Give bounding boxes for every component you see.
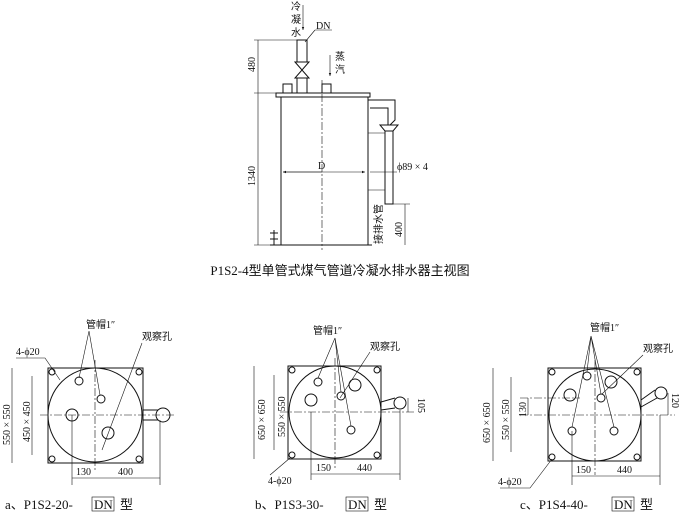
dim-480: 480 (247, 57, 258, 72)
hole-label-b: 观察孔 (370, 340, 400, 353)
outer-dim-c: 650 × 650 (482, 402, 493, 443)
caption-c-prefix: c、P1S4-40- (520, 497, 588, 512)
main-view: 冷 凝 水 DN 蒸 汽 480 1340 (210, 0, 469, 278)
overflow-bend (368, 99, 396, 126)
dim-side-c: 120 (669, 393, 680, 408)
dim-b-b: 440 (357, 463, 372, 474)
dim-1340: 1340 (247, 166, 258, 186)
bolt-label-c: 4-ϕ20 (498, 477, 522, 488)
dim-side-b: 105 (415, 398, 426, 413)
plan-view-c: 管帽1″ 观察孔 4-ϕ20 650 × 650 550 × 550 130 1… (482, 321, 680, 512)
hole-label-c: 观察孔 (643, 342, 673, 355)
dim-400: 400 (394, 222, 405, 237)
bolt-label-a: 4-ϕ20 (16, 347, 40, 358)
dim-a-a: 130 (76, 467, 91, 478)
caption-a-box: DN (94, 497, 113, 512)
outer-dim-b: 650 × 650 (257, 399, 268, 440)
label-steam-2: 汽 (335, 63, 345, 76)
cap-label-c: 管帽1″ (590, 321, 619, 334)
inner-dim-c: 550 × 550 (501, 399, 512, 440)
drain-pipe (384, 130, 394, 205)
dim-d: D (318, 161, 325, 172)
valve-icon (293, 61, 311, 79)
label-drain: 接排水管 (372, 204, 385, 244)
plan-view-a: 管帽1″ 观察孔 4-ϕ20 550 × 550 450 × 450 130 4… (2, 318, 175, 512)
bolt-label-b: 4-ϕ20 (268, 476, 292, 487)
cap-label-b: 管帽1″ (313, 324, 342, 337)
caption-b-prefix: b、P1S3-30- (255, 497, 324, 512)
plan-view-b: 管帽1″ 观察孔 4-ϕ20 650 × 650 550 × 550 150 4… (253, 324, 426, 512)
caption-b-box: DN (348, 497, 367, 512)
inner-dim-b: 550 × 550 (277, 396, 288, 437)
dim-pipe: ϕ89 × 4 (397, 162, 428, 173)
caption-c-suffix: 型 (640, 497, 653, 512)
hole-label-a: 观察孔 (142, 330, 172, 343)
caption-a-prefix: a、P1S2-20- (5, 497, 73, 512)
label-steam-1: 蒸 (335, 51, 345, 63)
label-condensate-3: 水 (291, 27, 301, 39)
top-flange (275, 92, 371, 98)
inlet-pipe (296, 39, 308, 63)
dim-a-b: 150 (316, 463, 331, 474)
dim-a-c: 150 (576, 465, 591, 476)
outer-dim-a: 550 × 550 (2, 404, 13, 445)
label-condensate-2: 凝 (291, 14, 301, 26)
cap-label-a: 管帽1″ (86, 318, 115, 331)
label-condensate-1: 冷 (291, 0, 301, 13)
dim-b-a: 400 (118, 467, 133, 478)
caption-c-box: DN (614, 497, 633, 512)
main-caption: P1S2-4型单管式煤气管道冷凝水排水器主视图 (210, 263, 469, 278)
inner-dim-a: 450 × 450 (22, 401, 33, 442)
label-dn: DN (316, 21, 330, 32)
funnel (378, 124, 400, 132)
caption-a-suffix: 型 (120, 497, 133, 512)
caption-b-suffix: 型 (374, 497, 387, 512)
dim-b-c: 440 (617, 465, 632, 476)
offset-dim-c: 130 (518, 402, 529, 417)
